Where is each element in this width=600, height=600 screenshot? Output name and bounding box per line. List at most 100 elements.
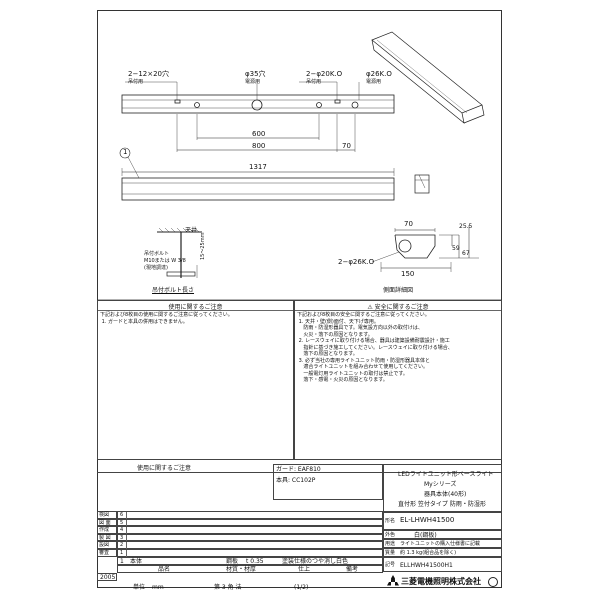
- revision-row: 2: [117, 541, 383, 550]
- label-hole-20ko-note: 吊付用: [306, 79, 322, 85]
- product-description: LEDライトユニット形ベースライト Myシリーズ 器具本体(40形) 直付形 笠…: [383, 464, 502, 512]
- use-row: 用途 ライトユニットの購入仕様書に記載: [383, 539, 502, 548]
- approval-label: 図 面: [99, 519, 111, 526]
- caution-left-title: 使用に関するご注意: [168, 304, 223, 311]
- end-view-small: [414, 174, 430, 194]
- label-hole-35-note: 電源用: [245, 79, 261, 85]
- mitsubishi-logo-icon: [387, 575, 399, 586]
- revision-divider: [126, 512, 127, 520]
- bolt-caption: 吊付ボルト長さ: [152, 287, 195, 294]
- page-number: (1/2): [294, 584, 309, 591]
- company-name: 三菱電機照明株式会社: [401, 577, 481, 586]
- weight-label: 質量: [385, 550, 396, 556]
- approval-cell: 図 面: [97, 518, 117, 527]
- dim-1317: 1317: [249, 163, 267, 171]
- column-header-row: 品名 材質・材厚 仕上 備考: [117, 565, 383, 573]
- revision-row: 1: [117, 549, 383, 558]
- accessory-box: ガード: EAF810 本具: CC102P: [273, 464, 383, 500]
- caution-right-title: ⚠ 安全に関するご注意: [367, 304, 429, 311]
- drawing-sheet: [97, 10, 502, 588]
- revision-number: 2: [120, 542, 124, 549]
- weight-row: 質量 約 1.3 kg(組合品を除く): [383, 548, 502, 557]
- side-dim-59: 59: [452, 245, 460, 252]
- dim-70: 70: [342, 142, 351, 150]
- revision-number: 4: [120, 527, 124, 534]
- year-box: 2005: [97, 573, 117, 581]
- part-finish: 塗装仕様のつや消し白色: [282, 558, 349, 565]
- part-row: 1 本体 鋼板 t 0.35 塗装仕様のつや消し白色: [117, 557, 383, 565]
- approval-cell: 審査: [97, 549, 117, 557]
- part-thickness: t 0.35: [246, 558, 264, 565]
- isometric-view: [371, 31, 485, 124]
- revision-divider: [126, 519, 127, 528]
- code-value: ELLHWH41500H1: [400, 562, 453, 569]
- revision-row: 5: [117, 518, 383, 528]
- approval-label: 審査: [99, 550, 110, 556]
- ceiling-label: 天井: [185, 227, 198, 234]
- technical-drawing: [97, 31, 502, 300]
- approval-cell: 作成: [97, 526, 117, 534]
- caution-left-body: 下記および8枚目の使用に関するご注意に従ってください。 1. ガードと本具の併用…: [100, 312, 233, 325]
- misc-caution-header: 使用に関するご注意: [137, 465, 192, 472]
- product-line-2: Myシリーズ: [424, 481, 457, 488]
- balloon-1-label: 1: [123, 148, 128, 156]
- side-hole-label: 2−φ26K.O: [338, 258, 375, 266]
- approval-cell: 製 図: [97, 533, 117, 542]
- revision-number: 5: [120, 519, 124, 526]
- model-value: EL-LHWH41500: [400, 516, 455, 524]
- revision-divider: [126, 534, 127, 543]
- dim-800: 800: [252, 142, 266, 150]
- revision-number: 3: [120, 534, 124, 541]
- color-row: 外色 白(鋼板): [383, 530, 502, 539]
- col-item: 品名: [158, 566, 171, 573]
- label-hole-35: φ35穴: [245, 70, 266, 78]
- revision-row: 4: [117, 526, 383, 535]
- approval-cell: 検図: [97, 511, 117, 519]
- col-remark: 備考: [346, 566, 359, 573]
- approval-label: 作成: [99, 527, 110, 534]
- bolt-dim: 15〜25mm: [200, 232, 206, 260]
- product-line-3: 器具本体(40形): [424, 491, 467, 498]
- col-finish: 仕上: [298, 566, 311, 573]
- caution-right-body: 下記および8枚目の安全に関するご注意に従ってください。 1. 天井・壁(側)面付…: [297, 312, 453, 383]
- approval-label: 製 図: [99, 534, 111, 541]
- year: 2005: [100, 574, 116, 581]
- code-row: 記号 ELLHWH41500H1: [383, 557, 502, 572]
- caution-left-box: 使用に関するご注意 下記および8枚目の使用に関するご注意に従ってください。 1.…: [97, 300, 294, 460]
- use-label: 用途: [385, 541, 396, 547]
- bolt-detail: [157, 227, 202, 278]
- label-hole-26ko-note: 電源用: [366, 79, 382, 85]
- approval-label: 検図: [99, 512, 110, 518]
- bolt-label-3: (現地調達): [144, 265, 168, 271]
- revision-number: 1: [120, 550, 124, 556]
- revision-divider: [126, 550, 127, 558]
- label-holes-12x20-note: 吊付用: [128, 79, 144, 85]
- label-holes-12x20: 2−12×20穴: [128, 70, 169, 78]
- side-dim-67: 67: [462, 250, 470, 257]
- use-value: ライトユニットの購入仕様書に記載: [400, 541, 481, 547]
- revision-row: 6: [117, 511, 383, 520]
- bolt-label-2: M10または W 3/8: [144, 258, 186, 264]
- top-view: [121, 81, 395, 152]
- tool-model: 本具: CC102P: [276, 477, 316, 484]
- code-label: 記号: [385, 562, 396, 568]
- caution-left-rule: [98, 310, 293, 311]
- label-hole-26ko: φ26K.O: [366, 70, 392, 78]
- approval-cell: 設図: [97, 541, 117, 549]
- color-label: 外色: [385, 532, 396, 538]
- revision-divider: [126, 542, 127, 550]
- revision-number: 6: [120, 512, 124, 518]
- part-no: 1: [120, 558, 124, 565]
- side-caption: 側面詳細図: [383, 287, 414, 294]
- side-dim-150: 150: [401, 270, 415, 278]
- product-line-1: LEDライトユニット形ベースライト: [398, 471, 494, 478]
- bolt-label-1: 吊付ボルト: [144, 251, 170, 257]
- model-row: 形名 EL-LHWH41500: [383, 512, 502, 530]
- circle-mark-icon: [488, 577, 498, 587]
- guard-model: ガード: EAF810: [276, 466, 321, 473]
- unit-label: 単位: [133, 584, 146, 591]
- weight-value: 約 1.3 kg(組合品を除く): [400, 550, 457, 556]
- unit-value: mm: [152, 584, 164, 591]
- front-view: [119, 147, 395, 201]
- part-material: 鋼板: [226, 558, 239, 565]
